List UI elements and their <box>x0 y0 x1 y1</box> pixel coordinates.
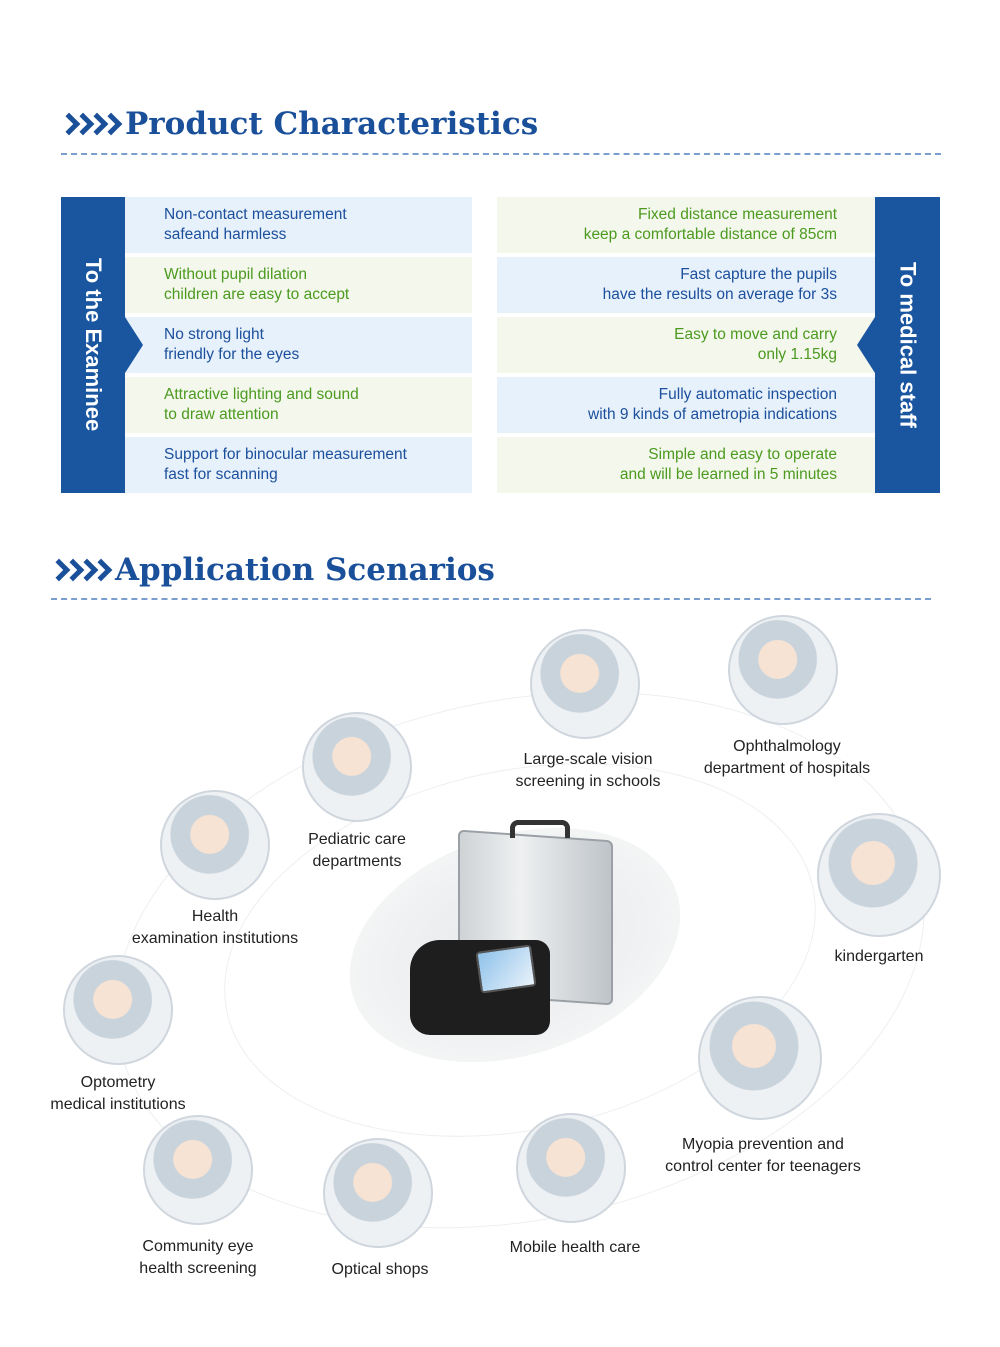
text-line: medical institutions <box>50 1096 186 1113</box>
text-line: with 9 kinds of ametropia indications <box>588 406 837 423</box>
examinee-tab: To the Examinee <box>61 197 143 493</box>
text-line: friendly for the eyes <box>164 346 300 363</box>
staff-panel: Fixed distance measurement keep a comfort… <box>497 197 940 493</box>
text-line: department of hospitals <box>703 760 871 777</box>
text-line: Optical shops <box>331 1261 429 1278</box>
scenario-photo <box>817 813 941 937</box>
text-line: only 1.15kg <box>757 346 837 363</box>
scenario-label: Health examination institutions <box>132 906 298 950</box>
feature-row: Fully automatic inspection with 9 kinds o… <box>497 377 875 433</box>
text-line: have the results on average for 3s <box>602 286 837 303</box>
scenario-photo <box>143 1115 253 1225</box>
text-line: keep a comfortable distance of 85cm <box>583 226 837 243</box>
text-line: Myopia prevention and <box>682 1136 844 1153</box>
notch <box>857 317 875 373</box>
examinee-panel: To the Examinee Non-contact measurement s… <box>61 197 472 493</box>
text-line: Without pupil dilation <box>164 266 308 283</box>
text-line: Large-scale vision <box>523 751 653 768</box>
feature-row: Simple and easy to operate and will be le… <box>497 437 875 493</box>
text-line: Fully automatic inspection <box>658 386 837 403</box>
scenario-label: Ophthalmology department of hospitals <box>704 736 870 780</box>
text-line: Ophthalmology <box>733 738 841 755</box>
feature-row: Support for binocular measurement fast fo… <box>125 437 472 493</box>
scenario-label: Optical shops <box>332 1259 429 1281</box>
chevrons-icon <box>47 558 113 582</box>
text-line: No strong light <box>164 326 264 343</box>
text-line: Non-contact measurement <box>164 206 347 223</box>
scenario-label: Mobile health care <box>510 1237 641 1259</box>
text-line: Fixed distance measurement <box>637 206 837 223</box>
chevrons-icon <box>57 112 123 136</box>
text-line: control center for teenagers <box>665 1158 861 1175</box>
divider <box>51 598 931 600</box>
text-line: Attractive lighting and sound <box>164 386 359 403</box>
text-line: Fast capture the pupils <box>680 266 837 283</box>
scenario-label: Optometry medical institutions <box>50 1072 185 1116</box>
text-line: and will be learned in 5 minutes <box>619 466 837 483</box>
text-line: departments <box>312 853 402 870</box>
text-line: Community eye <box>142 1238 254 1255</box>
heading: Application Scenarios <box>115 552 495 588</box>
text-line: Support for binocular measurement <box>164 446 407 463</box>
text-line: Pediatric care <box>308 831 406 848</box>
section-title-product: Product Characteristics <box>57 106 539 142</box>
feature-row: Without pupil dilation children are easy … <box>125 257 472 313</box>
scenario-photo <box>698 996 822 1120</box>
scenario-photo <box>728 615 838 725</box>
section-title-scenarios: Application Scenarios <box>47 552 495 588</box>
scenario-photo <box>63 955 173 1065</box>
staff-tab: To medical staff <box>857 197 940 493</box>
feature-row: Fast capture the pupils have the results … <box>497 257 875 313</box>
feature-row: Attractive lighting and sound to draw att… <box>125 377 472 433</box>
text-line: Optometry <box>80 1074 156 1091</box>
text-line: screening in schools <box>515 773 661 790</box>
tab-label: To medical staff <box>895 262 921 428</box>
scenario-photo <box>516 1113 626 1223</box>
case-handle <box>510 820 570 838</box>
scenario-photo <box>302 712 412 822</box>
scenario-label: Community eye health screening <box>139 1236 256 1280</box>
text-line: Easy to move and carry <box>674 326 837 343</box>
scenario-photo <box>530 629 640 739</box>
tab-label: To the Examinee <box>81 258 106 432</box>
text-line: children are easy to accept <box>164 286 350 303</box>
scenario-label: kindergarten <box>835 946 924 968</box>
text-line: Health <box>191 908 239 925</box>
notch <box>125 317 143 373</box>
scenario-photo <box>323 1138 433 1248</box>
feature-row: Easy to move and carry only 1.15kg <box>497 317 875 373</box>
text-line: fast for scanning <box>164 466 278 483</box>
feature-row: Fixed distance measurement keep a comfort… <box>497 197 875 253</box>
text-line: Simple and easy to operate <box>648 446 837 463</box>
scenario-photo <box>160 790 270 900</box>
divider <box>61 153 941 155</box>
text-line: examination institutions <box>131 930 299 947</box>
scenario-label: Myopia prevention and control center for … <box>665 1134 861 1178</box>
heading: Product Characteristics <box>125 106 539 142</box>
feature-row: No strong light friendly for the eyes <box>125 317 472 373</box>
device-screen <box>475 944 537 994</box>
text-line: Mobile health care <box>509 1239 641 1256</box>
scenario-label: Pediatric care departments <box>308 829 406 873</box>
text-line: to draw attention <box>164 406 279 423</box>
scenario-label: Large-scale vision screening in schools <box>516 749 661 793</box>
text-line: health screening <box>139 1260 257 1277</box>
text-line: safeand harmless <box>164 226 287 243</box>
feature-row: Non-contact measurement safeand harmless <box>125 197 472 253</box>
text-line: kindergarten <box>834 948 924 965</box>
